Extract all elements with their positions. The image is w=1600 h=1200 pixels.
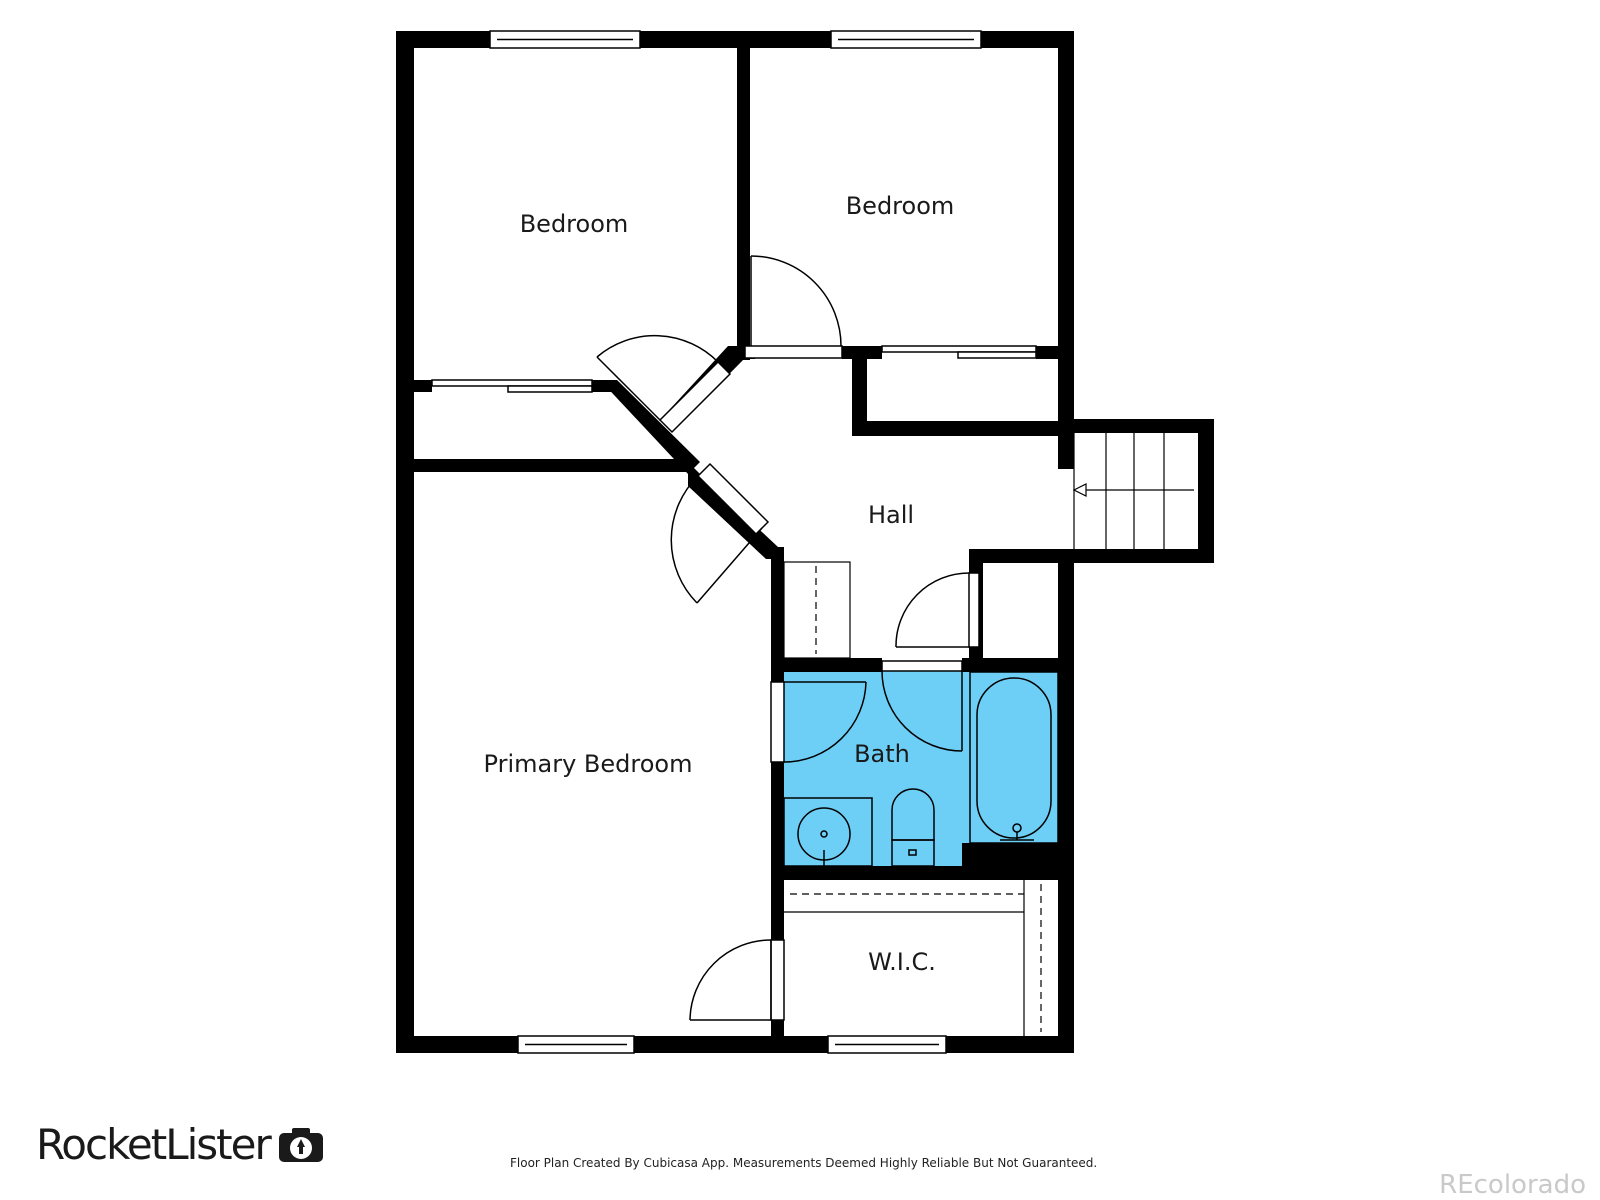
bath-floor — [784, 670, 1058, 866]
sliding-doors — [431, 345, 1037, 393]
camera-icon — [278, 1128, 323, 1162]
room-label-wic: W.I.C. — [868, 948, 936, 976]
brand-logo: RocketLister — [36, 1124, 324, 1166]
walls — [396, 31, 1214, 1053]
bath-fixtures — [783, 671, 1059, 867]
closet-lines — [783, 561, 1042, 1036]
stairs — [1072, 433, 1194, 549]
room-label-bedroom-right: Bedroom — [846, 192, 955, 220]
room-label-bath: Bath — [854, 740, 910, 768]
disclaimer-text: Floor Plan Created By Cubicasa App. Meas… — [510, 1156, 1098, 1170]
room-label-hall: Hall — [868, 501, 914, 529]
swing-doors — [596, 255, 980, 1021]
brand-name: RocketLister — [36, 1120, 272, 1169]
windows — [489, 30, 982, 1054]
room-label-primary-bedroom: Primary Bedroom — [484, 750, 693, 778]
room-label-bedroom-left: Bedroom — [520, 210, 629, 238]
watermark-text: REcolorado — [1439, 1170, 1586, 1200]
